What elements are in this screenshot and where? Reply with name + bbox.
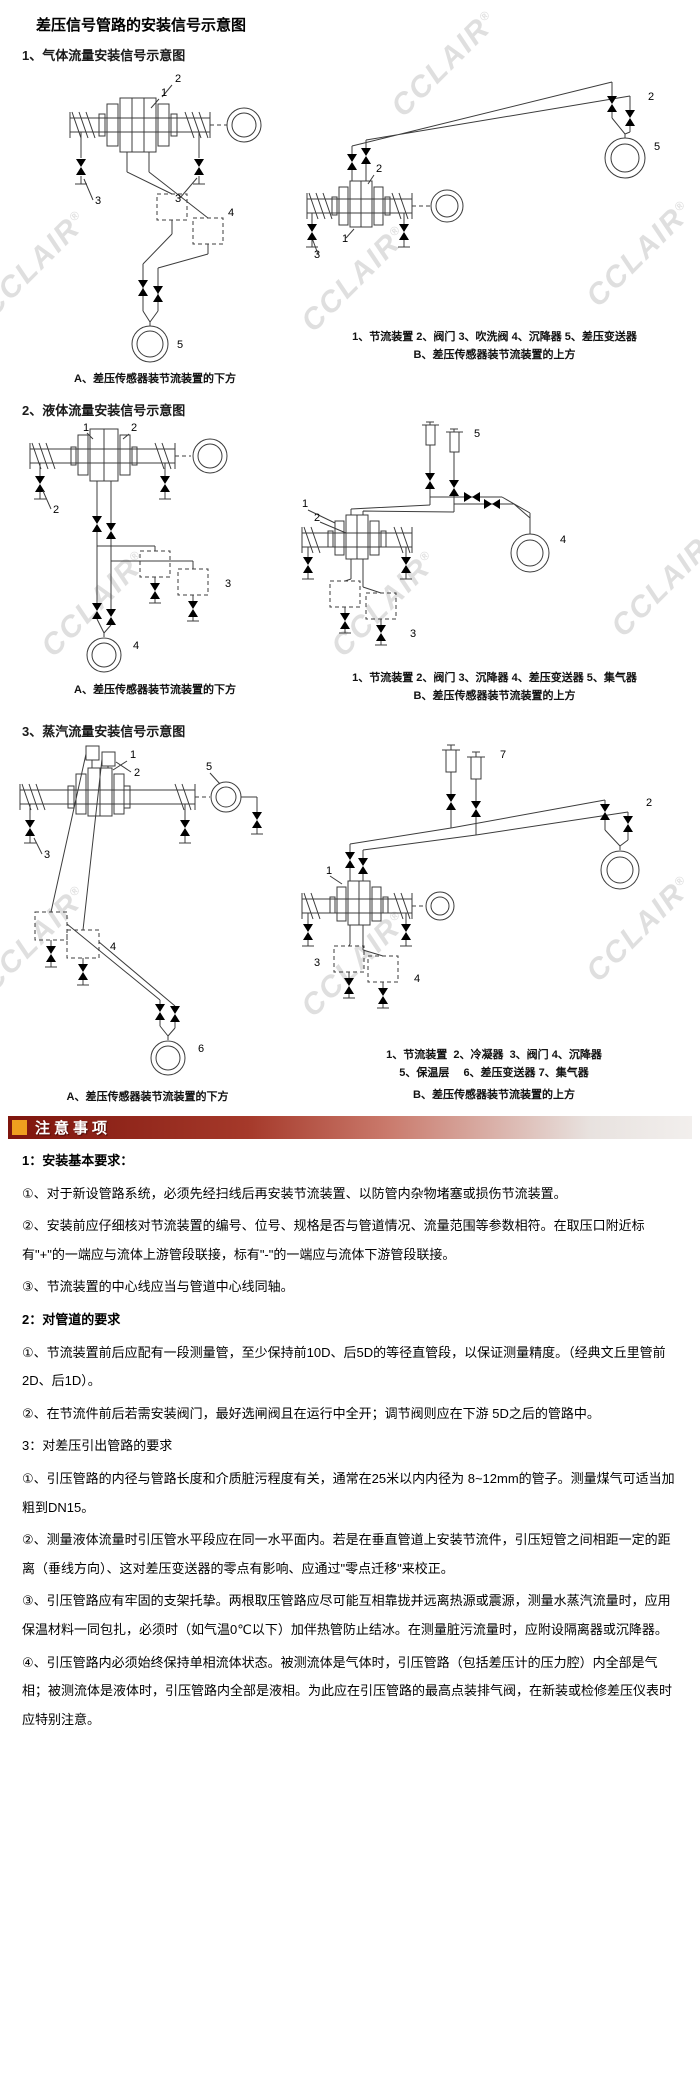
note-heading-2: 2：对管道的要求: [22, 1311, 121, 1327]
notice-banner: 注意事项: [8, 1116, 692, 1139]
note-item: ③、节流装置的中心线应当与管道中心线同轴。: [22, 1279, 294, 1295]
part-label: 2: [376, 163, 382, 175]
part-label: 2: [314, 512, 320, 524]
part-label: 2: [648, 91, 654, 103]
section-3-heading: 3、蒸汽流量安装信号示意图: [22, 724, 186, 739]
banner-title: 注意事项: [35, 1120, 112, 1137]
diagram-steam-transmitter-below: 1 2 5 3 4 6: [19, 745, 266, 1076]
part-label: 2: [134, 767, 140, 779]
section-2-heading: 2、液体流量安装信号示意图: [22, 403, 186, 418]
part-label: 4: [133, 640, 139, 652]
part-label: 3: [225, 578, 231, 590]
part-label: 4: [414, 973, 420, 985]
part-label: 3: [410, 628, 416, 640]
note-item: ②、测量液体流量时引压管水平段应在同一水平面内。若是在垂直管道上安装节流件，引压…: [22, 1532, 671, 1576]
part-label: 4: [560, 534, 566, 546]
note-item: ①、引压管路的内径与管路长度和介质脏污程度有关，通常在25米以内内径为 8~12…: [22, 1470, 675, 1515]
part-label: 7: [500, 749, 506, 761]
part-label: 2: [175, 73, 181, 85]
figure-legend: 1、节流装置 2、冷凝器 3、阀门 4、沉降器: [386, 1049, 602, 1061]
figure-caption: B、差压传感器装节流装置的上方: [413, 690, 576, 702]
section-1-heading: 1、气体流量安装信号示意图: [22, 48, 186, 63]
part-label: 1: [83, 422, 89, 434]
part-label: 2: [53, 504, 59, 516]
note-item: ③、引压管路应有牢固的支架托挚。两根取压管路应尽可能互相靠拢并远离热源或震源，测…: [22, 1593, 671, 1637]
part-label: 3: [175, 193, 181, 205]
part-label: 1: [130, 749, 136, 761]
part-label: 4: [110, 941, 116, 953]
diagram-liquid-transmitter-below: 1 2 2 3 4: [29, 422, 231, 673]
part-label: 5: [206, 761, 212, 773]
figure-legend: 1、节流装置 2、阀门 3、吹洗阀 4、沉降器 5、差压变送器: [352, 331, 637, 343]
figure-caption: B、差压传感器装节流装置的上方: [413, 349, 576, 361]
section-3-diagrams: 1 2 5 3 4 6 A、差压传感器装节流装置的下方: [0, 742, 700, 1110]
part-label: 1: [161, 87, 167, 99]
diagram-gas-transmitter-above: 2 1 3 2 5: [306, 81, 660, 261]
figure-legend: 1、节流装置 2、阀门 3、沉降器 4、差压变送器 5、集气器: [352, 672, 637, 684]
note-item: ②、在节流件前后若需安装阀门，最好选闸阀且在运行中全开；调节阀则应在下游 5D之…: [22, 1405, 600, 1421]
part-label: 5: [654, 141, 660, 153]
page-title: 差压信号管路的安装信号示意图: [36, 17, 247, 34]
banner-square-icon: [12, 1120, 27, 1135]
figure-caption: A、差压传感器装节流装置的下方: [74, 373, 236, 385]
part-label: 3: [314, 249, 320, 261]
part-label: 3: [95, 195, 101, 207]
figure-caption: A、差压传感器装节流装置的下方: [74, 684, 236, 696]
section-2-diagrams: 1 2 2 3 4 A、差压传感器装节流装置的下方: [0, 421, 700, 717]
figure-caption: B、差压传感器装节流装置的上方: [413, 1089, 575, 1101]
part-label: 1: [326, 865, 332, 877]
note-heading-1: 1：安装基本要求：: [22, 1153, 134, 1168]
part-label: 3: [44, 849, 50, 861]
part-label: 1: [342, 233, 348, 245]
section-1-diagrams: 2 1 3 3 4 5 A、差压传感器装节流装置的下方: [0, 66, 700, 396]
diagram-gas-transmitter-below: 2 1 3 3 4 5: [69, 73, 262, 363]
part-label: 1: [302, 498, 308, 510]
note-item: ①、节流装置前后应配有一段测量管，至少保持前10D、后5D的等径直管段，以保证测…: [22, 1344, 666, 1389]
note-item: ②、安装前应仔细核对节流装置的编号、位号、规格是否与管道情况、流量范围等参数相符…: [22, 1218, 645, 1262]
part-label: 5: [474, 428, 480, 440]
diagram-liquid-transmitter-above: 5 1 2 3 4: [301, 421, 566, 646]
notes: 1：安装基本要求： ①、对于新设管路系统，必须先经扫线后再安装节流装置、以防管内…: [0, 1139, 700, 1734]
part-label: 5: [177, 339, 183, 351]
figure-caption: A、差压传感器装节流装置的下方: [66, 1091, 229, 1103]
diagram-steam-transmitter-above: 7 2 1 3 4: [301, 744, 652, 1009]
note-item: ①、对于新设管路系统，必须先经扫线后再安装节流装置、以防管内杂物堵塞或损伤节流装…: [22, 1185, 567, 1201]
part-label: 6: [198, 1043, 204, 1055]
part-label: 2: [131, 422, 137, 434]
note-item: ④、引压管路内必须始终保持单相流体状态。被测流体是气体时，引压管路（包括差压计的…: [22, 1654, 673, 1727]
part-label: 2: [646, 797, 652, 809]
figure-legend: 5、保温层 6、差压变送器 7、集气器: [399, 1067, 589, 1079]
part-label: 3: [314, 957, 320, 969]
note-heading-3: 3：对差压引出管路的要求: [22, 1438, 173, 1454]
part-label: 4: [228, 207, 234, 219]
